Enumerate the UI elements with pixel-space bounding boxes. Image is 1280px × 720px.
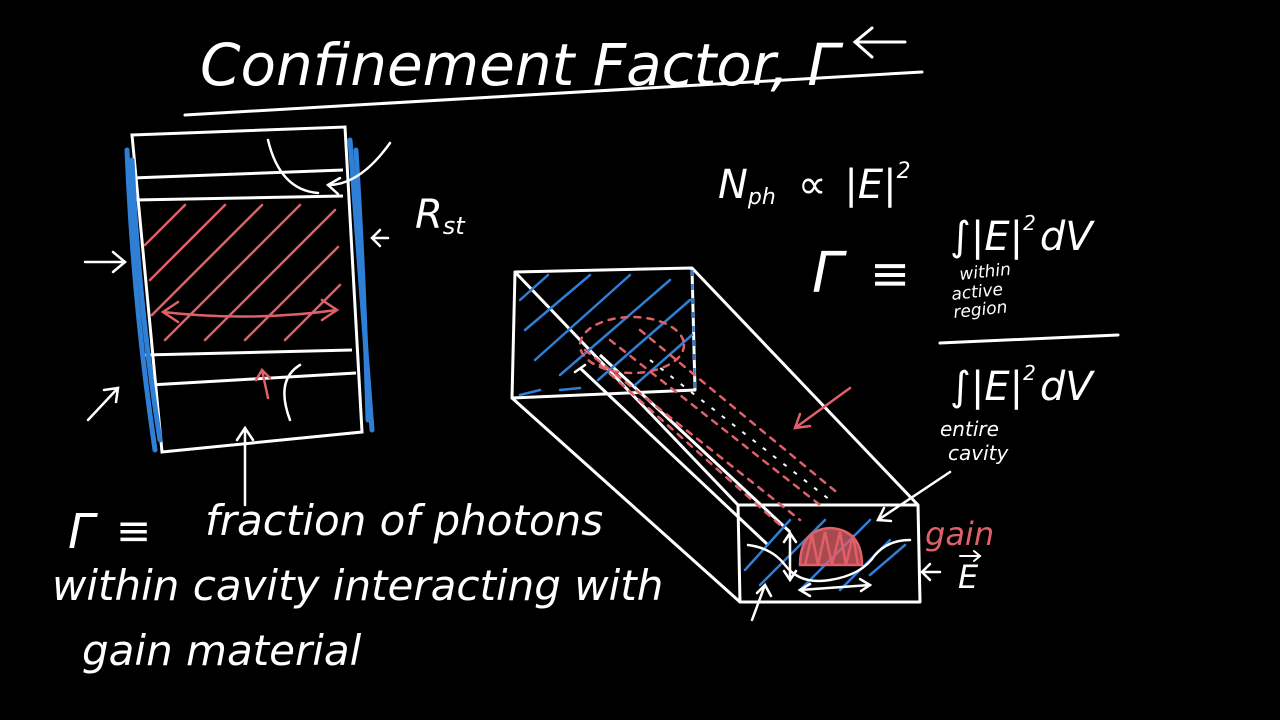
optical-mode-dashed <box>578 315 842 527</box>
left-annotation-arrows <box>83 138 392 507</box>
left-red-leader <box>254 367 272 400</box>
right-box-outline <box>510 266 922 604</box>
gamma-equiv: ≡ <box>870 246 910 302</box>
field-label: E <box>958 558 979 596</box>
denominator-region-line-1: entire <box>940 417 999 441</box>
title-underline <box>183 70 924 117</box>
bottom-gamma-symbol: Γ <box>68 504 98 560</box>
statement-line-1: fraction of photons <box>205 496 603 545</box>
back-face-dotted-edge <box>690 269 697 391</box>
gamma-symbol: Γ <box>812 241 847 306</box>
left-laser-diagram: Rst <box>83 125 466 507</box>
right-annotation-arrows <box>573 363 952 622</box>
back-face-blue-hatch <box>518 273 694 397</box>
left-box-line-1 <box>131 168 344 180</box>
left-active-region-hatch <box>143 203 342 342</box>
title-text: Confinement Factor, Γ <box>200 31 844 99</box>
statement-line-3: gain material <box>82 626 362 675</box>
statement-line-2: within cavity interacting with <box>52 561 663 610</box>
left-mirror-facets <box>124 137 375 453</box>
field-vector-arrow-icon <box>959 550 982 562</box>
denominator-region-line-2: cavity <box>948 441 1009 465</box>
left-box-outline <box>130 125 364 454</box>
left-box-line-3 <box>144 348 353 357</box>
title: Confinement Factor, Γ <box>183 26 924 117</box>
left-box-line-2 <box>134 194 344 202</box>
photon-equation: Nph∝|E|2 <box>718 159 911 210</box>
field-profile-curve <box>746 530 912 598</box>
left-arrow-icon <box>852 26 907 59</box>
left-box-line-4 <box>149 371 357 387</box>
bottom-equiv: ≡ <box>116 506 151 555</box>
fraction-bar <box>938 333 1120 345</box>
gain-label: gain <box>925 515 994 553</box>
gain-region <box>798 526 864 567</box>
bottom-statement: Γ ≡ fraction of photons within cavity in… <box>52 496 663 675</box>
rst-label: Rst <box>415 192 466 240</box>
red-pointer-arrow <box>793 386 852 430</box>
right-laser-diagram: gain E <box>510 266 994 622</box>
